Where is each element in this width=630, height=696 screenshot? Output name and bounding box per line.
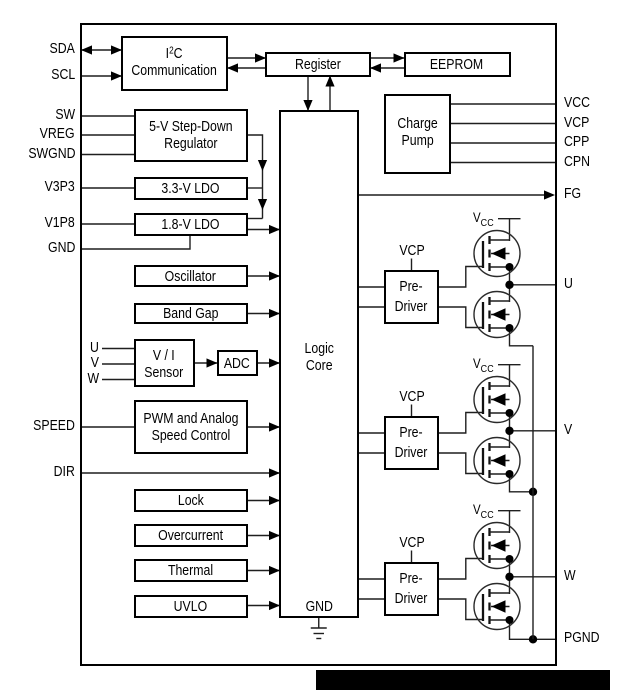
pin-label-u: U <box>564 274 573 292</box>
vcp-label-v: VCP <box>398 388 425 405</box>
block-uvlo-label: UVLO <box>173 597 208 615</box>
block-register-label: Register <box>295 55 341 73</box>
logic-core-gnd-label: GND <box>305 597 333 615</box>
wire-gate-hs-u <box>437 265 484 288</box>
wire-regulator-chain <box>246 134 264 219</box>
block-uvlo: UVLO <box>133 594 248 618</box>
block-thermal-label: Thermal <box>167 562 214 579</box>
redaction-bar <box>316 670 610 690</box>
pin-label-vreg: VREG <box>40 125 75 142</box>
wire-gnd <box>81 234 191 250</box>
block-charge-pump-label: Charge Pump <box>397 114 438 149</box>
sensor-input-label-v: V <box>90 354 99 371</box>
block-ldo-3v3-label: 3.3-V LDO <box>161 179 220 197</box>
junction-dot-w <box>505 572 514 581</box>
pin-label-cpp: CPP <box>564 133 590 150</box>
block-oscillator-label: Oscillator <box>164 267 217 285</box>
block-vi-sensor: V / I Sensor <box>133 338 195 387</box>
i2c-label-post: C <box>174 45 183 62</box>
pin-label-fg: FG <box>564 185 582 202</box>
block-ldo-1v8-label: 1.8-V LDO <box>161 215 220 233</box>
vcp-label-u: VCP <box>398 242 425 259</box>
vcc-rail-label-u: VCC <box>473 210 494 228</box>
phase-u <box>358 218 556 347</box>
pin-label-sda: SDA <box>49 40 75 57</box>
block-register: Register <box>265 52 371 77</box>
pin-label-sw: SW <box>55 106 75 123</box>
block-adc-label: ADC <box>224 354 250 372</box>
block-logic-core: Logic Core GND <box>278 110 359 618</box>
vcc-label-main: V <box>473 502 481 517</box>
pin-label-scl: SCL <box>51 66 75 83</box>
wire-gate-hs-w <box>437 557 484 580</box>
block-step-down-regulator: 5-V Step-Down Regulator <box>133 108 248 162</box>
pin-label-dir: DIR <box>53 463 75 480</box>
pin-label-w: W <box>564 566 576 584</box>
pin-label-vcp: VCP <box>564 113 590 131</box>
block-pre-driver-u-label: Pre- Driver <box>394 277 428 315</box>
vcc-label-main: V <box>473 356 481 371</box>
block-step-down-regulator-label: 5-V Step-Down Regulator <box>148 118 233 153</box>
block-ldo-1v8: 1.8-V LDO <box>133 212 248 236</box>
pin-label-gnd: GND <box>47 239 75 256</box>
block-lock: Lock <box>133 489 248 512</box>
vcp-label-w: VCP <box>398 534 425 551</box>
pin-label-v3p3: V3P3 <box>44 178 75 195</box>
block-eeprom-label: EEPROM <box>430 55 484 73</box>
pin-label-vcc: VCC <box>564 94 590 111</box>
pin-label-speed: SPEED <box>33 417 75 434</box>
vcc-rail-label-v: VCC <box>473 356 494 374</box>
pin-label-v1p8: V1P8 <box>44 214 75 231</box>
block-pwm-speed-control: PWM and Analog Speed Control <box>133 400 248 454</box>
block-vi-sensor-label: V / I Sensor <box>144 347 184 381</box>
i2c-label-line2: Communication <box>131 62 218 79</box>
block-pre-driver-w: Pre- Driver <box>384 561 439 616</box>
vcc-label-sub: CC <box>480 363 494 375</box>
pin-label-pgnd: PGND <box>564 629 600 647</box>
block-pre-driver-v: Pre- Driver <box>384 415 439 470</box>
block-pre-driver-u: Pre- Driver <box>384 269 439 324</box>
block-pwm-speed-control-label: PWM and Analog Speed Control <box>142 409 239 444</box>
block-band-gap: Band Gap <box>133 303 248 324</box>
block-adc: ADC <box>216 350 258 376</box>
wire-gate-ls-u <box>437 306 484 329</box>
ground-symbol <box>310 617 327 640</box>
wire-gate-ls-v <box>437 452 484 475</box>
wire-gate-ls-w <box>437 598 484 621</box>
junction-dot-u <box>505 280 514 289</box>
block-ldo-3v3: 3.3-V LDO <box>133 176 248 200</box>
block-thermal: Thermal <box>133 559 248 582</box>
sensor-input-label-w: W <box>87 369 99 387</box>
sensor-input-label-u: U <box>90 338 99 356</box>
wire-gate-hs-v <box>437 411 484 434</box>
vcc-label-sub: CC <box>480 217 494 229</box>
block-eeprom: EEPROM <box>403 52 511 77</box>
chip-outline <box>79 23 557 666</box>
block-oscillator: Oscillator <box>133 265 248 287</box>
block-band-gap-label: Band Gap <box>162 305 219 322</box>
pin-label-v: V <box>564 420 573 438</box>
i2c-label-sup: 2 <box>169 45 175 57</box>
i2c-label-pre: I <box>166 45 170 62</box>
block-logic-core-label: Logic Core <box>304 340 334 374</box>
block-overcurrent: Overcurrent <box>133 524 248 547</box>
block-overcurrent-label: Overcurrent <box>158 527 223 544</box>
block-pre-driver-v-label: Pre- Driver <box>394 423 428 461</box>
vcc-label-sub: CC <box>480 509 494 521</box>
pin-label-cpn: CPN <box>564 152 590 170</box>
vcc-rail-label-w: VCC <box>473 502 494 520</box>
junction-dot-v <box>505 426 514 435</box>
vcc-label-main: V <box>473 210 481 225</box>
block-charge-pump: Charge Pump <box>384 94 451 174</box>
block-lock-label: Lock <box>177 492 204 509</box>
pin-label-swgnd: SWGND <box>27 144 75 162</box>
block-pre-driver-w-label: Pre- Driver <box>394 569 428 607</box>
